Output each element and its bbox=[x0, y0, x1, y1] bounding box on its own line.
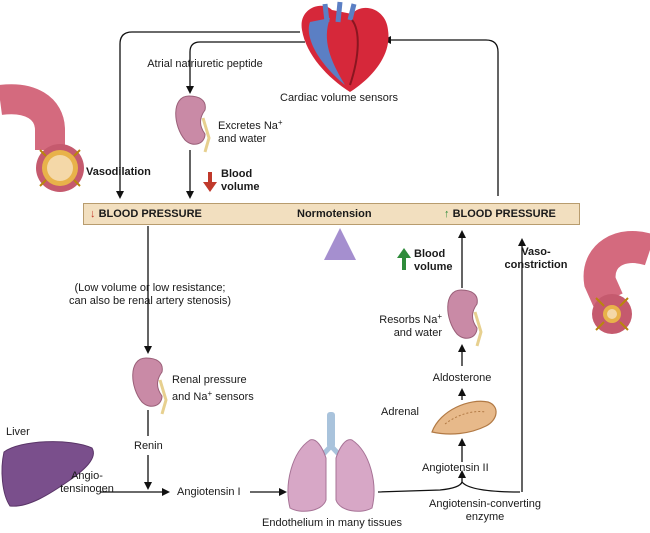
arrow-bp-to-heart bbox=[383, 36, 499, 196]
ace-text: Angiotensin-converting bbox=[429, 498, 541, 510]
flow-arrows bbox=[100, 31, 526, 496]
resorbs-text-2: and water bbox=[393, 327, 442, 339]
line-angiotensin2-to-ace bbox=[461, 481, 521, 493]
renal-text: Renal pressure bbox=[172, 374, 247, 386]
label-vasodilation: Vasodilation bbox=[86, 166, 151, 178]
blood-volume-down-text: Blood bbox=[221, 168, 253, 180]
bp-low-text: BLOOD PRESSURE bbox=[98, 208, 202, 220]
label-angiotensin-2: Angiotensin II bbox=[422, 462, 489, 474]
label-endothelium: Endothelium in many tissues bbox=[262, 517, 403, 529]
label-blood-volume-down: Blood volume bbox=[221, 168, 260, 194]
kidney-icon bbox=[447, 289, 483, 347]
label-aldosterone: Aldosterone bbox=[432, 372, 492, 384]
bp-high-label: ↑ BLOOD PRESSURE bbox=[444, 208, 556, 220]
label-blood-volume-up: Blood volume bbox=[414, 248, 453, 274]
arrow-heart-to-kidney bbox=[186, 41, 305, 94]
blood-volume-decrease-arrow bbox=[203, 172, 217, 192]
kidney-icon bbox=[175, 95, 211, 153]
excretes-sup: + bbox=[277, 118, 283, 127]
heart-icon bbox=[301, 1, 389, 93]
arrow-lungs-to-angiotensin2 bbox=[377, 470, 466, 493]
angiotensinogen-text-2: tensinogen bbox=[60, 483, 114, 495]
lungs-icon bbox=[287, 412, 375, 512]
label-liver: Liver bbox=[6, 426, 30, 438]
blood-vessel-icon bbox=[583, 231, 650, 334]
label-adrenal: Adrenal bbox=[381, 406, 419, 418]
resorbs-sup: + bbox=[437, 312, 442, 321]
label-renal-sensors: Renal pressure and Na+ sensors bbox=[172, 374, 254, 404]
liver-icon bbox=[1, 441, 94, 507]
bp-low-label: ↓ BLOOD PRESSURE bbox=[90, 208, 202, 220]
renal-text-2b: sensors bbox=[212, 391, 254, 403]
label-cardiac-volume-sensors: Cardiac volume sensors bbox=[280, 92, 398, 104]
bp-high-text: BLOOD PRESSURE bbox=[452, 208, 556, 220]
blood-volume-increase-arrow bbox=[397, 248, 411, 270]
ace-text-2: enzyme bbox=[465, 511, 505, 523]
renal-sup: + bbox=[207, 389, 213, 398]
label-atrial-natriuretic-peptide: Atrial natriuretic peptide bbox=[147, 58, 263, 70]
excretes-text-2: and water bbox=[218, 133, 267, 145]
renal-text-2a: and Na bbox=[172, 391, 208, 403]
vaso-text-2: constriction bbox=[504, 259, 568, 271]
label-resorbs: Resorbs Na+ and water bbox=[352, 310, 442, 340]
label-angiotensinogen: Angio- tensinogen bbox=[52, 470, 122, 496]
angiotensinogen-text: Angio- bbox=[71, 470, 103, 482]
bp-down-arrow-icon: ↓ bbox=[90, 208, 96, 220]
low-volume-text: (Low volume or low resistance; bbox=[74, 282, 226, 294]
label-angiotensin-1: Angiotensin I bbox=[177, 486, 241, 498]
resorbs-text: Resorbs Na bbox=[379, 314, 438, 326]
blood-volume-up-text: Blood bbox=[414, 248, 446, 260]
arrow-heart-to-vasodilation bbox=[116, 31, 300, 199]
vaso-text: Vaso- bbox=[521, 246, 551, 258]
blood-vessel-icon bbox=[0, 84, 84, 192]
label-ace: Angiotensin-converting enzyme bbox=[410, 498, 560, 524]
excretes-text: Excretes Na bbox=[218, 120, 278, 132]
blood-pressure-balance-bar: ↓ BLOOD PRESSURE Normotension ↑ BLOOD PR… bbox=[83, 203, 580, 225]
kidney-icon bbox=[132, 357, 168, 415]
blood-volume-up-text-2: volume bbox=[414, 261, 453, 273]
low-volume-text-2: can also be renal artery stenosis) bbox=[68, 295, 232, 307]
label-vasoconstriction: Vaso- constriction bbox=[496, 246, 576, 272]
label-excretes: Excretes Na+ and water bbox=[218, 116, 283, 146]
blood-volume-down-text-2: volume bbox=[221, 181, 260, 193]
normotension-label: Normotension bbox=[297, 208, 372, 220]
bp-up-arrow-icon: ↑ bbox=[444, 208, 450, 220]
label-renin: Renin bbox=[134, 440, 163, 452]
label-low-volume: (Low volume or low resistance; can also … bbox=[50, 282, 250, 308]
balance-fulcrum bbox=[324, 228, 356, 260]
adrenal-icon bbox=[431, 400, 497, 435]
